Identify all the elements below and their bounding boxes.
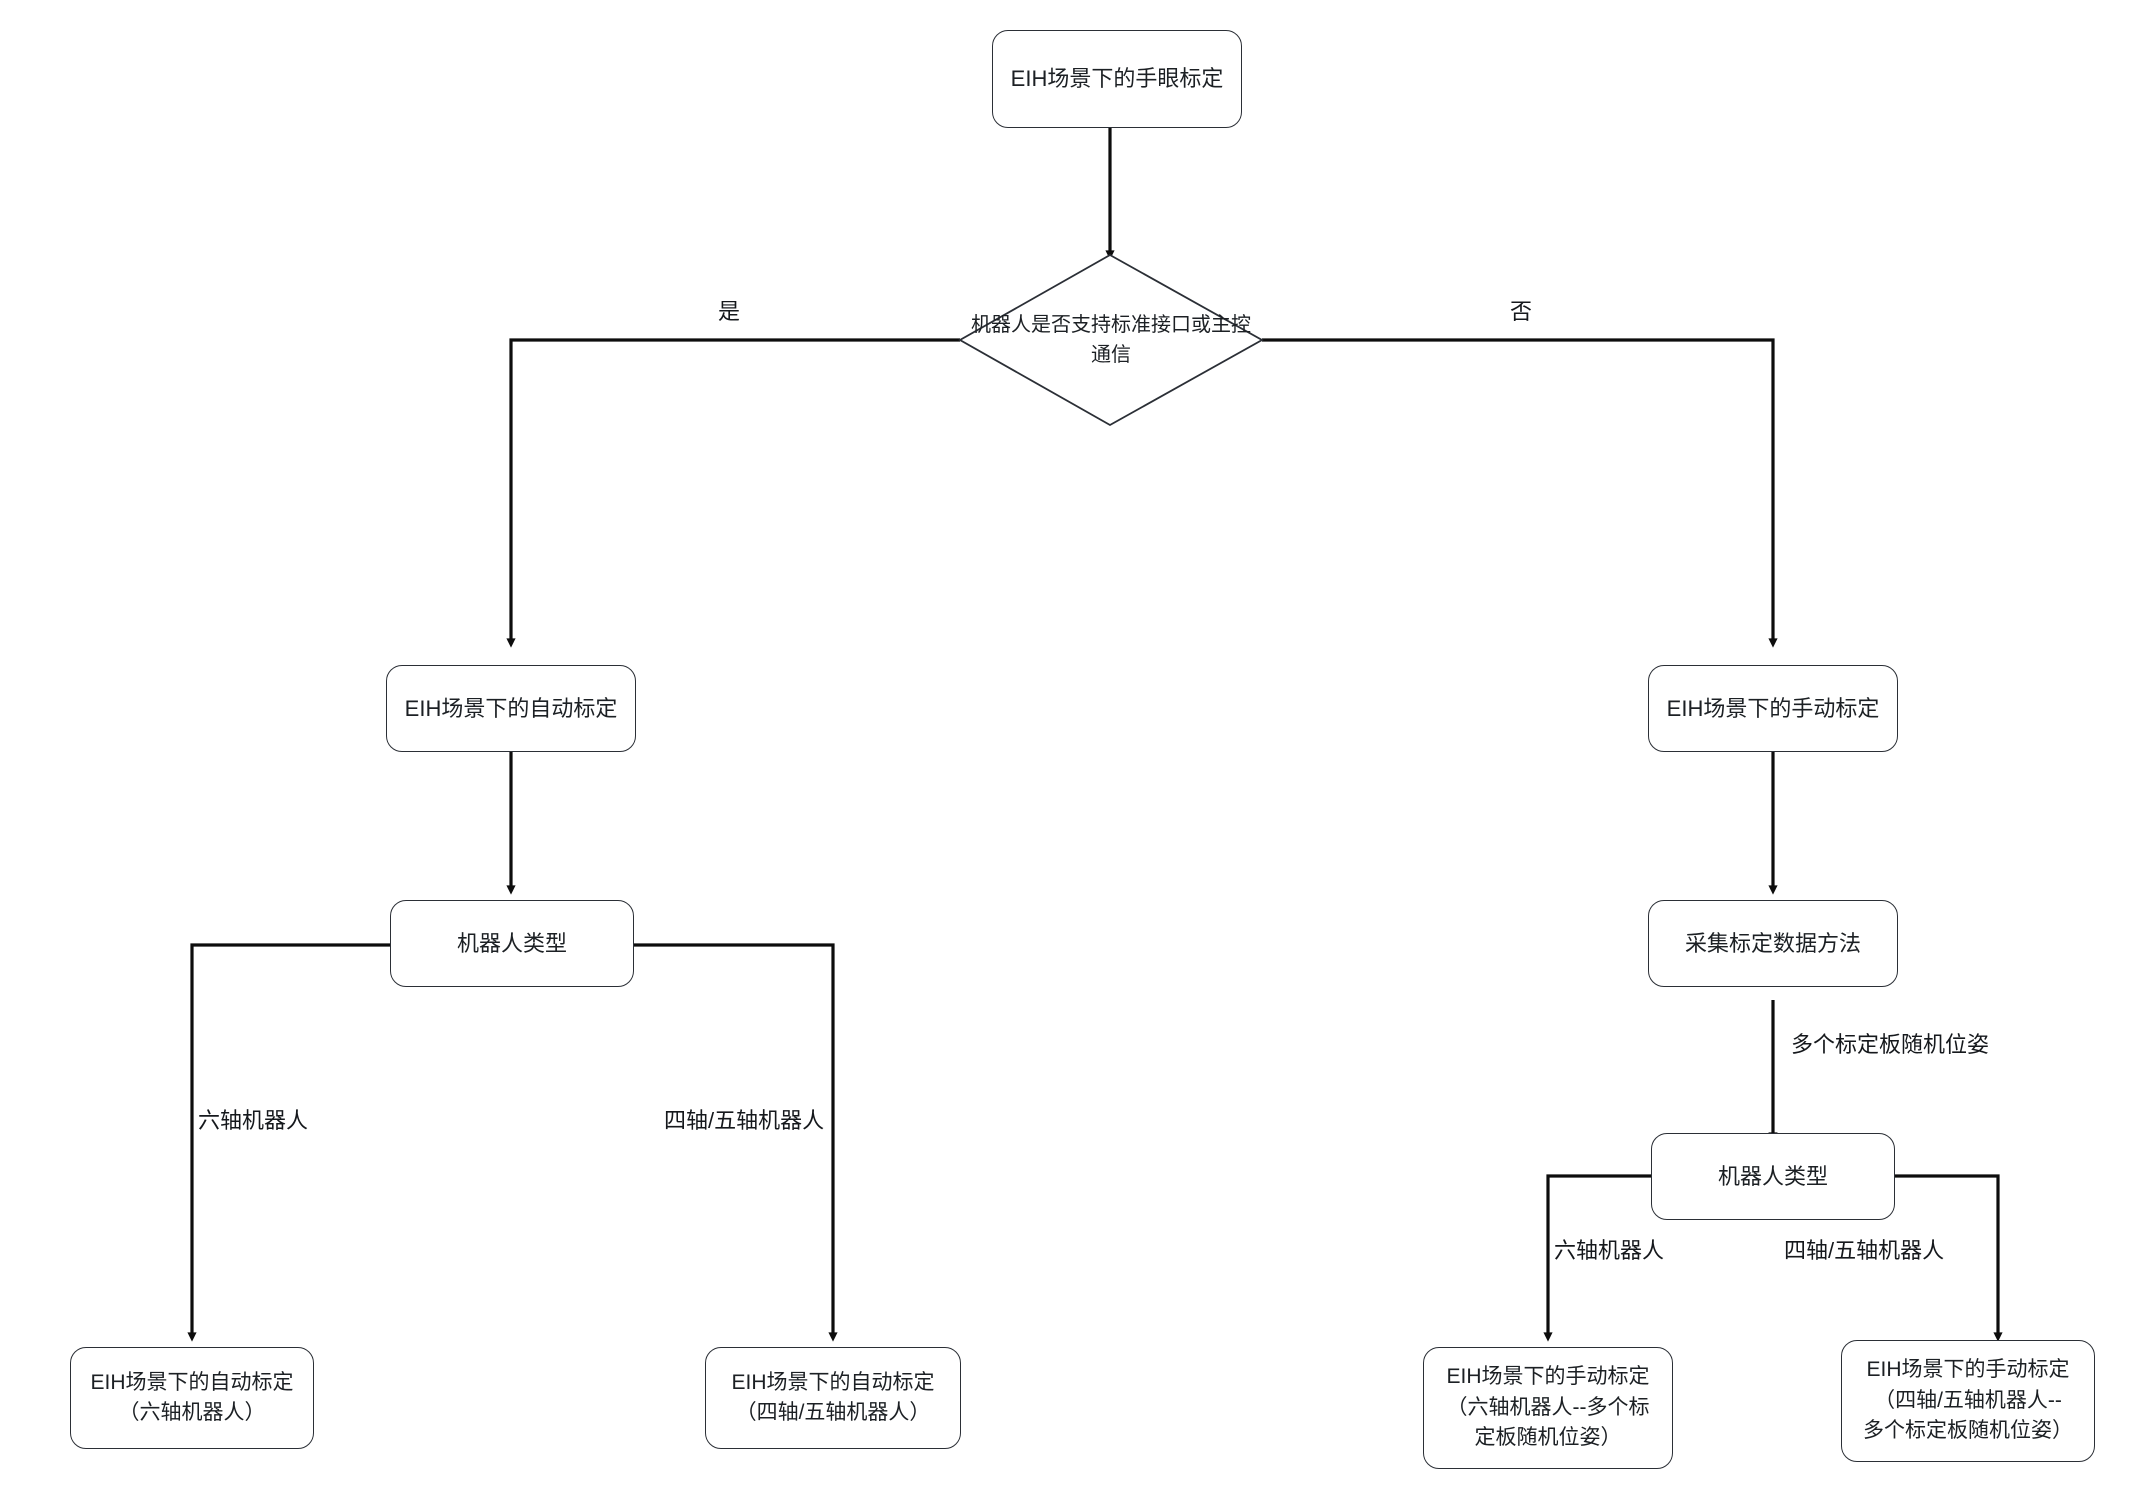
node-manual-calibration-label: EIH场景下的手动标定 (1666, 695, 1880, 721)
edge-decision-yes (506, 338, 960, 648)
node-robot-type-auto[interactable]: 机器人类型 (390, 900, 634, 987)
node-decision-label: 机器人是否支持标准接口或主控 通信 (971, 314, 1251, 366)
node-auto-calibration[interactable]: EIH场景下的自动标定 (386, 665, 636, 752)
node-manual-calibration[interactable]: EIH场景下的手动标定 (1648, 665, 1898, 752)
edge-label-six-axis-left: 六轴机器人 (198, 1108, 309, 1133)
node-start[interactable]: EIH场景下的手眼标定 (992, 30, 1242, 128)
node-robot-type-manual-label: 机器人类型 (1717, 1163, 1828, 1189)
edge-label-four-five-axis-right: 四轴/五轴机器人 (1784, 1238, 1945, 1263)
node-start-label: EIH场景下的手眼标定 (1010, 66, 1224, 92)
edge-label-multi-board-random-pose: 多个标定板随机位姿 (1791, 1032, 1990, 1057)
node-decision[interactable]: 机器人是否支持标准接口或主控 通信 (960, 255, 1262, 425)
node-auto-calibration-label: EIH场景下的自动标定 (404, 695, 618, 721)
edge-auto-six-axis (187, 943, 390, 1342)
edge-label-six-axis-right: 六轴机器人 (1554, 1238, 1665, 1263)
edge-label-four-five-axis-left: 四轴/五轴机器人 (664, 1108, 825, 1133)
node-manual-six-axis[interactable]: EIH场景下的手动标定 （六轴机器人--多个标 定板随机位姿） (1423, 1347, 1673, 1469)
node-auto-six-axis-label: EIH场景下的自动标定 （六轴机器人） (90, 1370, 294, 1424)
edge-manual-six-axis (1543, 1174, 1651, 1342)
edge-auto-four-five-axis (634, 943, 838, 1342)
node-robot-type-auto-label: 机器人类型 (456, 930, 567, 956)
edge-manual-four-five-axis (1895, 1174, 2003, 1342)
node-auto-four-five-axis[interactable]: EIH场景下的自动标定 （四轴/五轴机器人） (705, 1347, 961, 1449)
edge-label-yes: 是 (718, 299, 741, 324)
node-collect-method[interactable]: 采集标定数据方法 (1648, 900, 1898, 987)
node-manual-four-five-axis[interactable]: EIH场景下的手动标定 （四轴/五轴机器人-- 多个标定板随机位姿） (1841, 1340, 2095, 1462)
node-auto-six-axis[interactable]: EIH场景下的自动标定 （六轴机器人） (70, 1347, 314, 1449)
edge-label-no: 否 (1510, 299, 1533, 324)
node-collect-method-label: 采集标定数据方法 (1684, 930, 1861, 956)
node-manual-four-five-axis-label: EIH场景下的手动标定 （四轴/五轴机器人-- 多个标定板随机位姿） (1863, 1358, 2073, 1443)
edge-decision-no (1262, 338, 1778, 648)
node-manual-six-axis-label: EIH场景下的手动标定 （六轴机器人--多个标 定板随机位姿） (1446, 1365, 1650, 1450)
decision-diamond-shape (958, 253, 1264, 427)
node-robot-type-manual[interactable]: 机器人类型 (1651, 1133, 1895, 1220)
node-auto-four-five-axis-label: EIH场景下的自动标定 （四轴/五轴机器人） (731, 1370, 935, 1424)
